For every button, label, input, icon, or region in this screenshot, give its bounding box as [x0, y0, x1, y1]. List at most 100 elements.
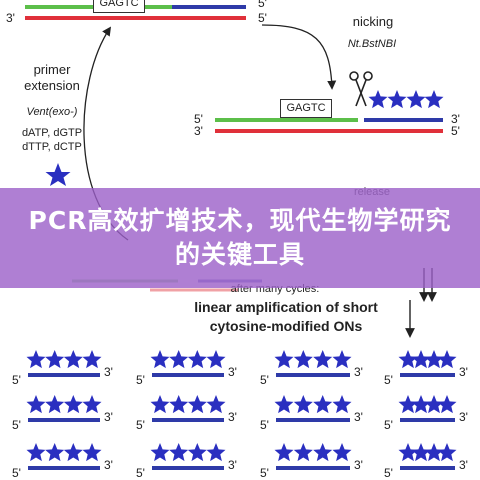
product-star	[82, 395, 102, 414]
product-star	[424, 443, 444, 462]
product-star	[169, 395, 189, 414]
product-star	[424, 350, 444, 369]
product-five-prime: 5'	[260, 418, 269, 432]
nicking-enzyme: Nt.BstNBI	[347, 38, 397, 50]
product-star	[437, 443, 457, 462]
result-line2: cytosine-modified ONs	[209, 318, 363, 334]
product-star	[424, 395, 444, 414]
product-three-prime: 3'	[459, 458, 468, 472]
product-three-prime: 3'	[459, 365, 468, 379]
mid-five-prime-right: 5'	[451, 124, 460, 138]
product-star	[437, 395, 457, 414]
product-star	[206, 350, 226, 369]
product-five-prime: 5'	[136, 466, 145, 480]
mid-strand-star	[424, 90, 444, 109]
product-three-prime: 3'	[104, 458, 113, 472]
product-star	[187, 350, 207, 369]
product-star	[332, 443, 352, 462]
top-three-prime-left: 3'	[6, 11, 15, 25]
title-banner: PCR高效扩增技术，现代生物学研究的关键工具	[0, 188, 480, 288]
product-star	[398, 395, 418, 414]
free-nucleotide-star	[45, 163, 71, 186]
nicking-label: nicking	[352, 14, 394, 29]
product-five-prime: 5'	[12, 373, 21, 387]
product-star	[437, 350, 457, 369]
product-star	[187, 395, 207, 414]
nucleotides-line1: dATP, dGTP	[21, 127, 83, 139]
product-five-prime: 5'	[12, 418, 21, 432]
product-star	[45, 395, 65, 414]
product-star	[150, 443, 170, 462]
product-star	[82, 443, 102, 462]
product-three-prime: 3'	[459, 410, 468, 424]
nucleotides-line2: dTTP, dCTP	[22, 141, 82, 153]
product-star	[206, 395, 226, 414]
product-star	[411, 350, 431, 369]
mid-five-prime-left: 5'	[194, 112, 203, 126]
product-star	[169, 350, 189, 369]
product-star	[45, 350, 65, 369]
product-star	[206, 443, 226, 462]
product-three-prime: 3'	[228, 458, 237, 472]
mid-recognition-box: GAGTC	[280, 99, 332, 118]
polymerase-label: Vent(exo-)	[26, 106, 78, 118]
result-line1: linear amplification of short	[194, 299, 378, 315]
product-five-prime: 5'	[384, 373, 393, 387]
product-three-prime: 3'	[354, 458, 363, 472]
top-five-prime-right: 5'	[258, 11, 267, 25]
primer-extension-line1: primer	[33, 62, 71, 77]
product-five-prime: 5'	[136, 373, 145, 387]
product-star	[63, 350, 83, 369]
product-five-prime: 5'	[384, 466, 393, 480]
product-five-prime: 5'	[12, 466, 21, 480]
primer-extension-line2: extension	[24, 78, 80, 93]
product-star	[313, 350, 333, 369]
product-five-prime: 5'	[260, 466, 269, 480]
product-star	[398, 350, 418, 369]
top-recognition-box: GAGTC	[93, 0, 145, 13]
product-star	[26, 350, 46, 369]
scissors-icon	[349, 71, 373, 107]
product-star	[411, 395, 431, 414]
product-star	[274, 350, 294, 369]
product-star	[26, 443, 46, 462]
product-star	[313, 395, 333, 414]
product-star	[398, 443, 418, 462]
product-star	[293, 443, 313, 462]
nicking-arrow	[261, 24, 337, 90]
banner-title: PCR高效扩增技术，现代生物学研究的关键工具	[28, 206, 452, 269]
product-star	[411, 443, 431, 462]
product-three-prime: 3'	[104, 365, 113, 379]
product-three-prime: 3'	[228, 410, 237, 424]
mid-three-prime-right: 3'	[451, 112, 460, 126]
product-star	[274, 395, 294, 414]
product-oligos	[26, 350, 457, 470]
product-star	[293, 350, 313, 369]
product-star	[150, 350, 170, 369]
product-three-prime: 3'	[104, 410, 113, 424]
product-star	[169, 443, 189, 462]
mid-strand-stars	[368, 90, 444, 109]
mid-strand-star	[368, 90, 388, 109]
product-star	[274, 443, 294, 462]
product-star	[63, 443, 83, 462]
product-star	[293, 395, 313, 414]
product-three-prime: 3'	[354, 365, 363, 379]
product-star	[332, 350, 352, 369]
product-five-prime: 5'	[260, 373, 269, 387]
product-star	[150, 395, 170, 414]
product-star	[63, 395, 83, 414]
product-five-prime: 5'	[384, 418, 393, 432]
product-star	[332, 395, 352, 414]
product-star	[313, 443, 333, 462]
mid-three-prime-left: 3'	[194, 124, 203, 138]
product-three-prime: 3'	[354, 410, 363, 424]
product-star	[45, 443, 65, 462]
product-star	[26, 395, 46, 414]
product-star	[82, 350, 102, 369]
product-star	[187, 443, 207, 462]
mid-strand-star	[387, 90, 407, 109]
product-five-prime: 5'	[136, 418, 145, 432]
mid-strand-star	[406, 90, 426, 109]
